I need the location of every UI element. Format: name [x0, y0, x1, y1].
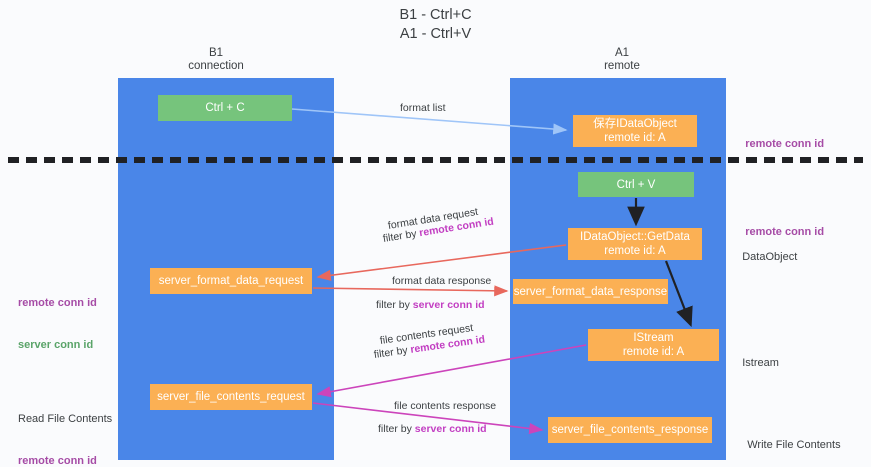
- column-header-b1: B1 connection: [188, 47, 244, 72]
- arrow-format-data-response: [312, 285, 509, 297]
- annotation-istream: Istream: [730, 342, 779, 384]
- annotation-text: remote conn id: [745, 138, 825, 150]
- edge-label-format-data-response: format data response: [392, 275, 492, 287]
- edge-label-file-contents-response: file contents response: [394, 400, 497, 412]
- node-server-file-contents-request[interactable]: server_file_contents_request: [150, 384, 312, 410]
- node-ctrl-c[interactable]: Ctrl + C: [158, 95, 292, 121]
- annotation-read-file-contents: Read File Contents: [18, 413, 113, 425]
- annotation-remote-conn-id-top: remote conn id: [733, 123, 824, 165]
- filter-prefix: filter by: [378, 423, 415, 435]
- annotation-text: remote conn id: [745, 226, 825, 238]
- filter-prefix: filter by: [373, 343, 412, 361]
- filter-prefix: filter by: [376, 299, 413, 311]
- annotation-text: Write File Contents: [747, 439, 841, 451]
- annotation-left-format: remote conn id server conn id: [18, 268, 97, 380]
- node-server-format-data-request[interactable]: server_format_data_request: [150, 268, 312, 294]
- node-istream-remote[interactable]: IStream remote id: A: [588, 329, 719, 361]
- node-ctrl-v[interactable]: Ctrl + V: [578, 172, 694, 197]
- annotation-remote-conn-id: remote conn id: [18, 297, 97, 309]
- node-server-file-contents-response[interactable]: server_file_contents_response: [548, 417, 712, 443]
- edge-label-format-data-response-filter: filter by server conn id: [376, 298, 485, 312]
- page-title: B1 - Ctrl+C A1 - Ctrl+V: [399, 7, 472, 42]
- edge-label-file-contents-response-filter: filter by server conn id: [378, 422, 487, 436]
- annotation-dataobject: DataObject: [730, 236, 797, 278]
- node-idataobject-getdata[interactable]: IDataObject::GetData remote id: A: [568, 228, 702, 260]
- annotation-text: Istream: [742, 357, 779, 369]
- section-divider: [8, 157, 863, 163]
- annotation-remote-conn-id: remote conn id: [18, 455, 97, 467]
- annotation-write-file-contents: Write File Contents: [735, 424, 841, 466]
- annotation-remote-conn-id-mid: remote conn id: [733, 211, 824, 253]
- annotation-left-file-contents: Read File Contents remote conn id server…: [18, 384, 112, 467]
- filter-key: server conn id: [412, 299, 485, 311]
- annotation-server-conn-id: server conn id: [18, 339, 94, 351]
- node-idataobject-remote[interactable]: 保存IDataObject remote id: A: [573, 115, 697, 147]
- edge-label-format-list: format list: [400, 102, 446, 114]
- node-server-format-data-response[interactable]: server_format_data_response: [513, 279, 668, 304]
- annotation-text: DataObject: [742, 251, 798, 263]
- filter-key: server conn id: [414, 423, 487, 435]
- column-header-a1: A1 remote: [604, 47, 640, 72]
